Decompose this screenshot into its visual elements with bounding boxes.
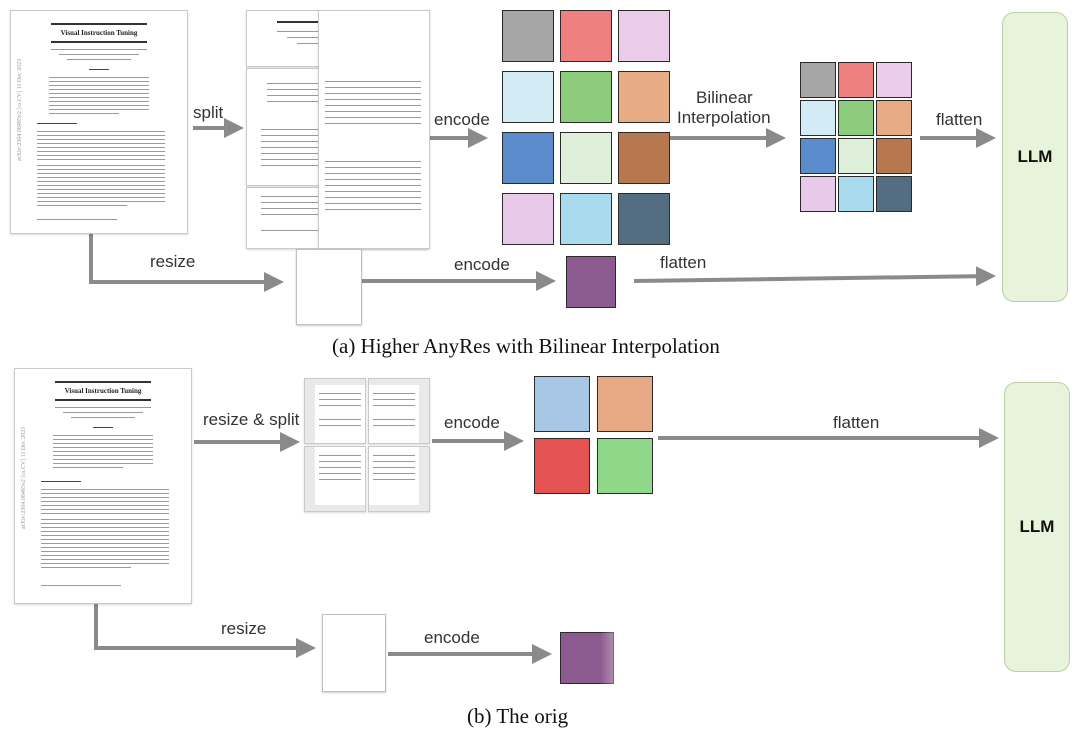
llm-block-bottom: LLM (1004, 382, 1070, 672)
encoded-token-4 (502, 71, 554, 123)
source-document-bottom: Visual Instruction Tuning arXiv:2304.084… (14, 368, 192, 604)
encoded-token-2 (560, 10, 612, 62)
document-side-text: arXiv:2304.08485v2 [cs.CV] 11 Dec 2023 (17, 58, 23, 161)
encoded-token-12 (618, 193, 670, 245)
interpolated-token-grid (800, 62, 912, 214)
bottom-token-2 (597, 376, 653, 432)
resized-thumbnail-top (296, 249, 362, 325)
interp-token-6 (876, 100, 912, 136)
resize-label-top: resize (150, 252, 196, 271)
interp-token-9 (876, 138, 912, 174)
interp-token-8 (838, 138, 874, 174)
resize-arrow-bottom (94, 603, 316, 658)
caption-bottom: (b) The orig (467, 704, 569, 728)
interp-token-4 (800, 100, 836, 136)
encoded-token-5 (560, 71, 612, 123)
encode-label-top: encode (434, 110, 490, 129)
flatten-arrow-lower (633, 266, 996, 287)
flatten-label-bottom: flatten (833, 413, 880, 432)
encoded-token-11 (560, 193, 612, 245)
encoded-token-7 (502, 132, 554, 184)
llm-block-top: LLM (1002, 12, 1068, 302)
interp-token-3 (876, 62, 912, 98)
resize-arrow-top (89, 233, 284, 292)
interp-token-10 (800, 176, 836, 212)
source-document-top: Visual Instruction Tuning arXiv:2304.084… (10, 10, 188, 234)
split-label: split (193, 103, 224, 122)
encoded-token-1 (502, 10, 554, 62)
bottom-token-3 (534, 438, 590, 494)
encoder-input-tiles (318, 10, 430, 249)
interp-token-2 (838, 62, 874, 98)
resize-label-bottom: resize (221, 619, 267, 638)
document-side-text-bottom: arXiv:2304.08485v2 [cs.CV] 11 Dec 2023 (21, 426, 27, 529)
document-title: Visual Instruction Tuning (60, 29, 138, 37)
bottom-token-4 (597, 438, 653, 494)
encoded-token-grid (502, 10, 670, 264)
interp-token-11 (838, 176, 874, 212)
resized-thumbnail-bottom (322, 614, 386, 692)
encoded-token-6 (618, 71, 670, 123)
resize-split-label: resize & split (203, 410, 300, 429)
encoded-token-9 (618, 132, 670, 184)
flatten-label-top: flatten (936, 110, 983, 129)
encoded-token-3 (618, 10, 670, 62)
encode-label-bottom-lower: encode (424, 628, 480, 647)
fade-overlay (600, 618, 720, 734)
global-image-token-top (566, 256, 616, 308)
flatten-label-lower-top: flatten (660, 253, 707, 272)
interp-token-12 (876, 176, 912, 212)
encoded-token-10 (502, 193, 554, 245)
bottom-token-1 (534, 376, 590, 432)
bilinear-label-line2: Interpolation (677, 108, 771, 127)
split-tiles-bottom (304, 378, 430, 512)
interp-token-1 (800, 62, 836, 98)
bilinear-label-line1: Bilinear (696, 88, 753, 107)
encoded-token-grid-bottom (534, 376, 654, 494)
caption-top: (a) Higher AnyRes with Bilinear Interpol… (332, 334, 720, 358)
interp-token-5 (838, 100, 874, 136)
encode-label-lower-top: encode (454, 255, 510, 274)
encode-label-bottom-upper: encode (444, 413, 500, 432)
interp-token-7 (800, 138, 836, 174)
document-title-bottom: Visual Instruction Tuning (64, 387, 142, 395)
encoded-token-8 (560, 132, 612, 184)
